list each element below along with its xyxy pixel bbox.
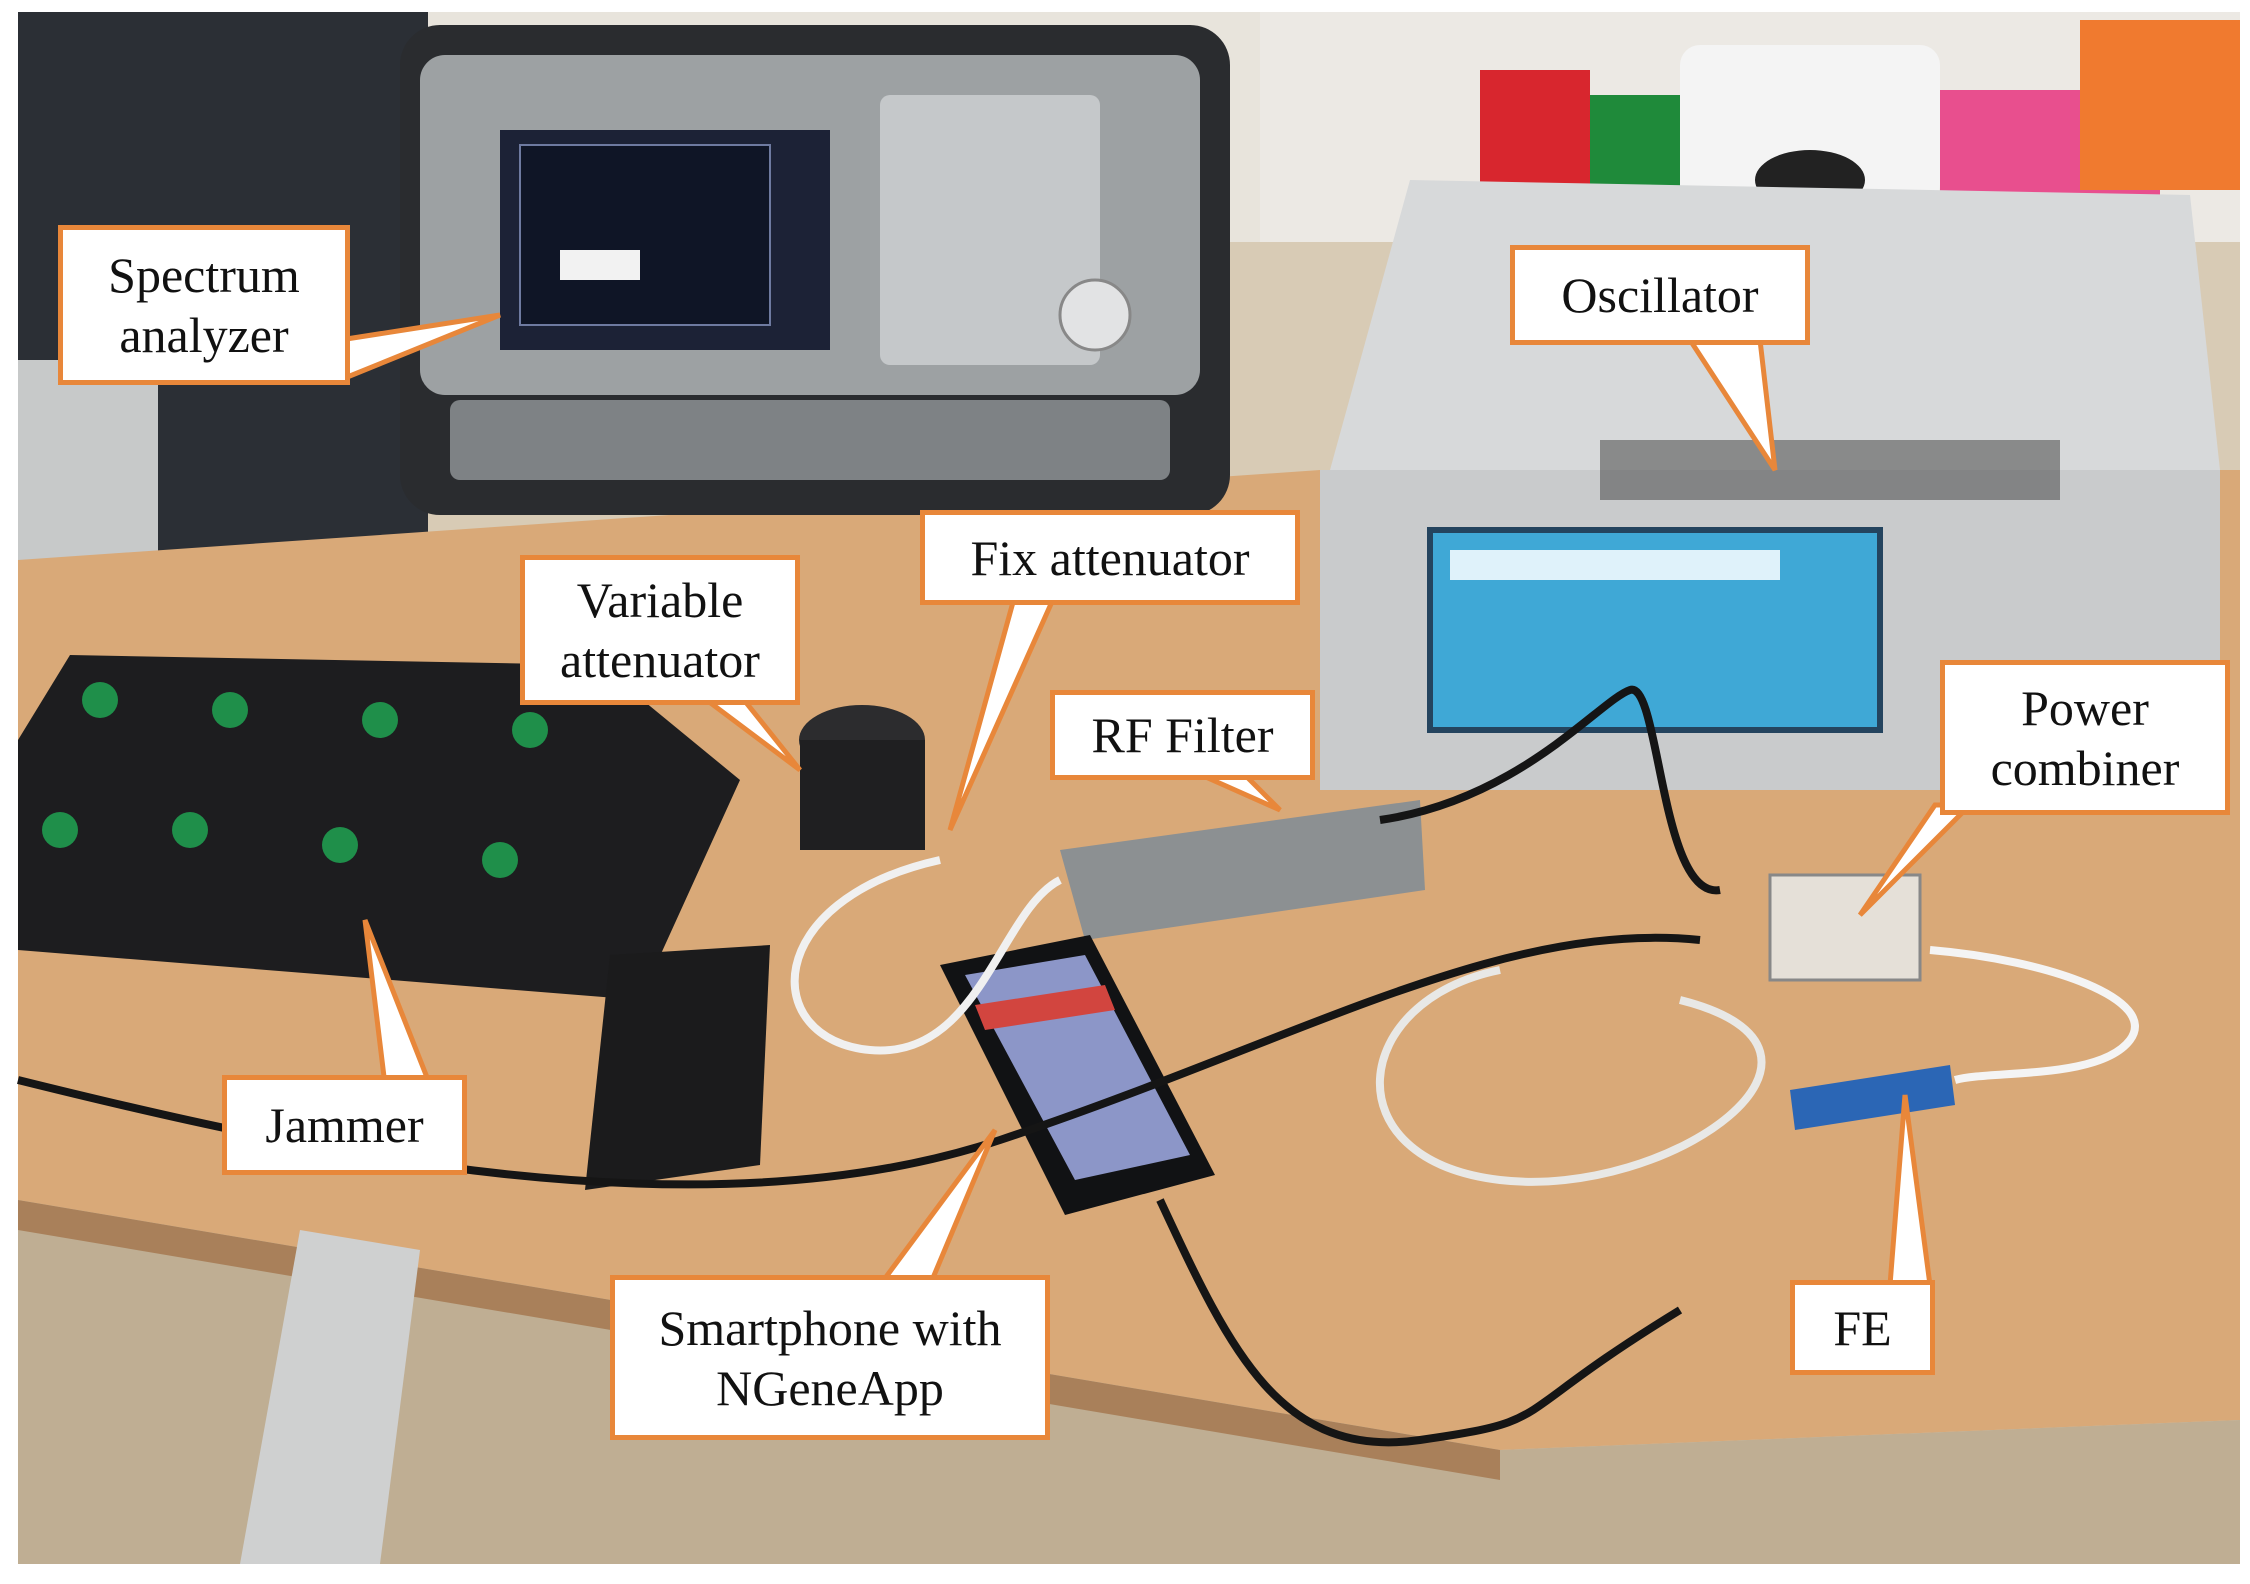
label-smartphone: Smartphone with NGeneApp — [610, 1275, 1050, 1440]
label-power-combiner: Power combiner — [1940, 660, 2230, 815]
label-oscillator: Oscillator — [1510, 245, 1810, 345]
jammer-antenna-port — [42, 812, 78, 848]
orange-folder — [2080, 20, 2240, 190]
variable-attenuator-body — [800, 740, 925, 850]
rf-filter — [1060, 800, 1425, 940]
label-rf-filter: RF Filter — [1050, 690, 1315, 780]
analyzer-trace-peak — [560, 250, 640, 280]
oscillator-vent — [1600, 440, 2060, 500]
fe-module — [1790, 1065, 1955, 1130]
smartphone-app-banner — [975, 985, 1115, 1030]
jammer-antenna-port — [362, 702, 398, 738]
label-fe: FE — [1790, 1280, 1935, 1375]
label-variable-attenuator: Variable attenuator — [520, 555, 800, 705]
usb-cable — [1156, 1198, 1683, 1447]
floor — [18, 1200, 2240, 1564]
cable — [1929, 946, 2139, 1084]
jammer-antenna-port — [82, 682, 118, 718]
analyzer-grid — [519, 144, 771, 326]
jammer-body — [18, 655, 740, 1000]
red-folder — [1480, 70, 1590, 190]
oscillator-readout — [1450, 550, 1780, 580]
analyzer-ports — [450, 400, 1170, 480]
white-device — [1680, 45, 1940, 205]
battery-pack — [585, 945, 770, 1190]
label-fix-attenuator: Fix attenuator — [920, 510, 1300, 605]
label-spectrum-analyzer: Spectrum analyzer — [58, 225, 350, 385]
desk-leg-left — [240, 1230, 420, 1564]
cable — [1379, 685, 1721, 895]
grey-cable-coil — [1375, 966, 1766, 1186]
analyzer-keypad — [880, 95, 1100, 365]
jammer-antenna-port — [212, 692, 248, 728]
jammer-antenna-port — [172, 812, 208, 848]
cable — [790, 856, 1062, 1055]
power-combiner-device — [1768, 873, 1922, 982]
jammer-antenna-port — [482, 842, 518, 878]
jammer-antenna-port — [322, 827, 358, 863]
analyzer-knob — [1058, 278, 1132, 352]
label-jammer: Jammer — [222, 1075, 467, 1175]
jammer-antenna-port — [512, 712, 548, 748]
